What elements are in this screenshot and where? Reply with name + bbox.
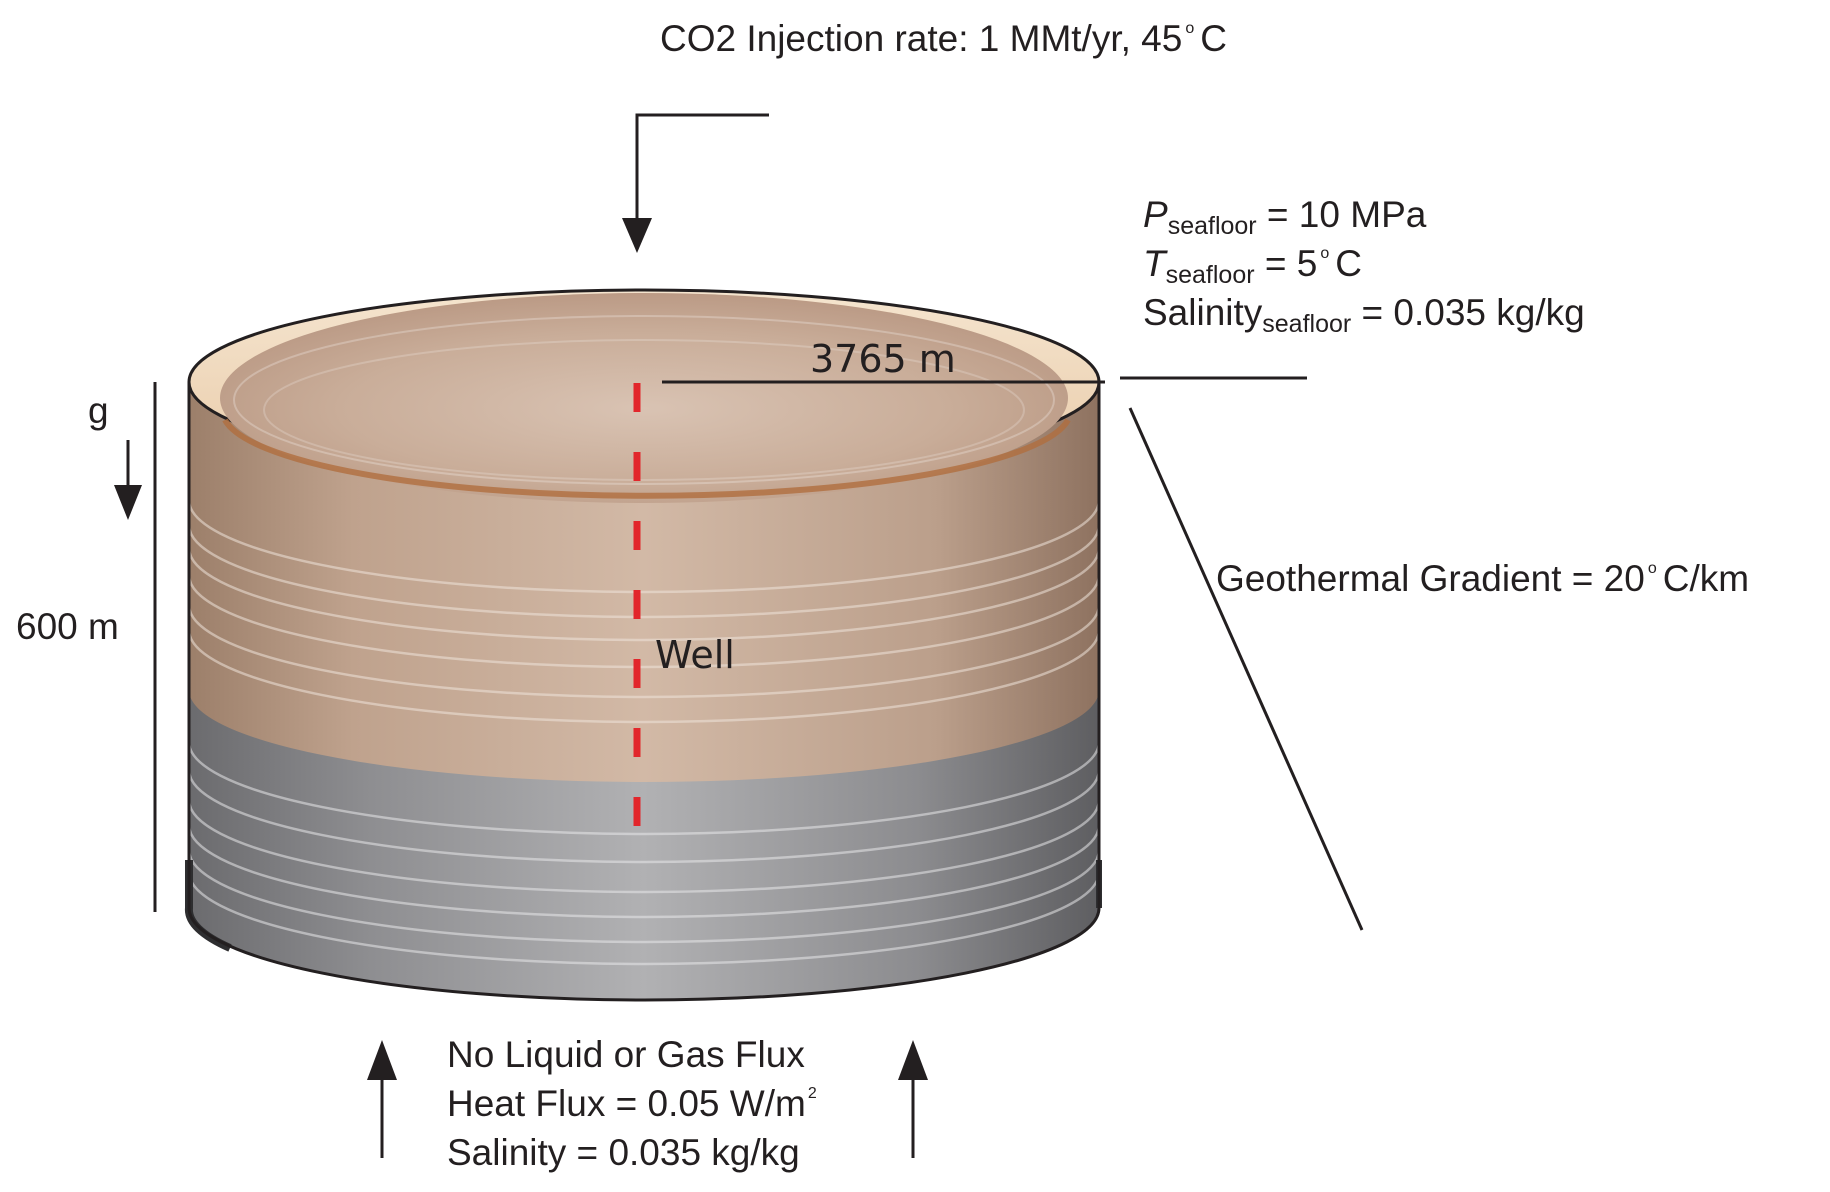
upper-sediment-layer bbox=[189, 382, 1099, 872]
bottom-flux-label: No Liquid or Gas Flux bbox=[447, 1034, 805, 1075]
seafloor-salinity-label: Salinityseafloor = 0.035 kg/kg bbox=[1143, 292, 1585, 338]
gravity-label: g bbox=[88, 390, 109, 431]
degree-symbol: o bbox=[1185, 20, 1195, 37]
gravity-arrow-icon bbox=[114, 440, 142, 520]
cylinder-top-surface bbox=[220, 293, 1068, 503]
bottom-salinity-label: Salinity = 0.035 kg/kg bbox=[447, 1132, 800, 1173]
strata-lines bbox=[189, 499, 1099, 966]
geothermal-gradient-line bbox=[1128, 407, 1364, 931]
arrow-up-icon bbox=[898, 1040, 928, 1158]
cylinder-outline bbox=[187, 382, 1101, 1002]
arrow-down-icon bbox=[622, 218, 652, 253]
reservoir-cylinder bbox=[184, 288, 1102, 1002]
arrow-up-icon bbox=[367, 1040, 397, 1158]
injection-arrow bbox=[622, 113, 769, 253]
well-label: Well bbox=[655, 633, 735, 677]
depth-label: 600 m bbox=[16, 606, 119, 647]
lower-sediment-layer bbox=[189, 690, 1099, 1000]
radius-label: 3765 m bbox=[810, 337, 956, 381]
seafloor-pressure-label: Pseafloor = 10 MPa bbox=[1143, 194, 1427, 240]
